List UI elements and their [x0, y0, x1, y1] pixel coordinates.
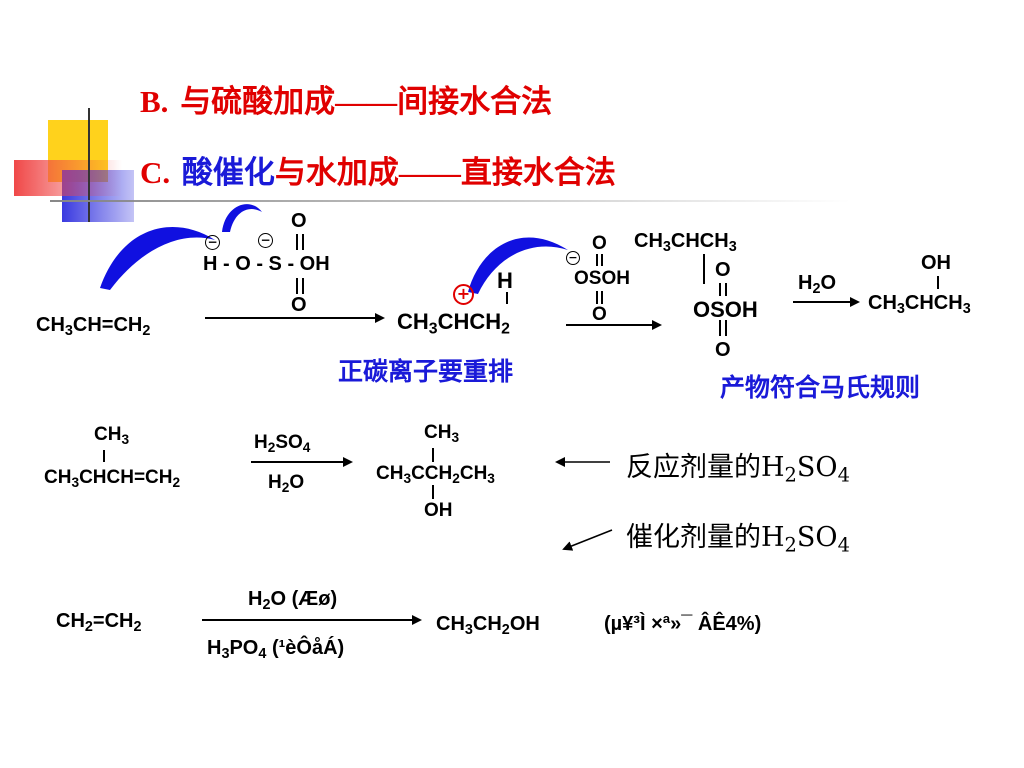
- r1-carbocation: CH3CHCH2: [397, 309, 510, 338]
- r3-condition-catalyst: H3PO4 (¹èÔåÁ): [207, 637, 345, 663]
- r1-ester-o2: O: [715, 339, 731, 361]
- r1-ester-sulfate: OSOH: [693, 297, 758, 322]
- r3-product-ethanol: CH3CH2OH: [436, 613, 540, 639]
- heading-c-letter: C.: [140, 155, 171, 190]
- r1-minus-left-symbol: −: [205, 235, 220, 250]
- r1-bisulfate-minus-symbol: −: [566, 251, 580, 265]
- r1-sulfuric-o-bottom: O: [291, 294, 307, 316]
- curved-arrow-3: [468, 237, 568, 294]
- r2-product-oh: OH: [424, 500, 453, 521]
- r1-water-reagent: H2O: [798, 272, 837, 298]
- r1-carbocation-plus-symbol: +: [453, 284, 474, 305]
- heading-c: C. 酸催化与水加成——直接水合法: [140, 147, 616, 192]
- r2-reactant: CH3CHCH=CH2: [44, 467, 181, 490]
- curved-arrow-1: [100, 227, 215, 290]
- r1-product-note: 产物符合马氏规则: [720, 373, 921, 402]
- r3-condition-water: H2O (Æø): [248, 588, 338, 614]
- arrow-catalytic-note: [562, 529, 613, 551]
- r1-bisulfate: OSOH: [574, 268, 630, 289]
- deco-red-bar: [14, 160, 122, 196]
- heading-b-letter: B.: [140, 84, 169, 119]
- r2-reagent-sulfuric: H2SO4: [254, 432, 311, 455]
- r1-minus-right-symbol: −: [258, 233, 273, 248]
- r1-reactant-propene: CH3CH=CH2: [36, 314, 151, 340]
- r3-product-note: (µ¥³Ì ×ª»¯ ÂÊ4%): [604, 613, 762, 635]
- r1-ester-top: CH3CHCH3: [634, 230, 737, 256]
- r1-bisulfate-o-top: O: [592, 233, 607, 254]
- r2-reactant-methyl: CH3: [94, 424, 130, 447]
- r2-product-methyl: CH3: [424, 422, 460, 445]
- heading-b: B. 与硫酸加成——间接水合法: [140, 76, 552, 121]
- r1-carbocation-note: 正碳离子要重排: [338, 357, 514, 386]
- r1-sulfuric-acid: H - O - S - OH: [203, 253, 330, 275]
- heading-c-text-red: 与水加成——直接水合法: [274, 155, 616, 190]
- r1-alcohol: CH3CHCH3: [868, 292, 971, 318]
- r1-alcohol-oh: OH: [921, 252, 951, 274]
- deco-horizontal-line: [50, 200, 850, 202]
- r1-bisulfate-o-bottom: O: [592, 304, 607, 325]
- r1-ester-o1: O: [715, 259, 731, 281]
- r1-sulfuric-o-top: O: [291, 210, 307, 232]
- r3-reactant-ethylene: CH2=CH2: [56, 610, 142, 636]
- r2-catalytic-note: 催化剂量的H2SO4: [626, 522, 850, 557]
- r2-product: CH3CCH2CH3: [376, 463, 495, 486]
- heading-b-text: 与硫酸加成——间接水合法: [180, 84, 553, 119]
- curved-arrow-2: [222, 204, 262, 232]
- r2-stoichiometric-note: 反应剂量的H2SO4: [626, 452, 850, 487]
- r1-carbocation-h: H: [497, 268, 513, 293]
- heading-c-text-blue: 酸催化: [181, 155, 275, 190]
- r2-reagent-water: H2O: [268, 472, 305, 495]
